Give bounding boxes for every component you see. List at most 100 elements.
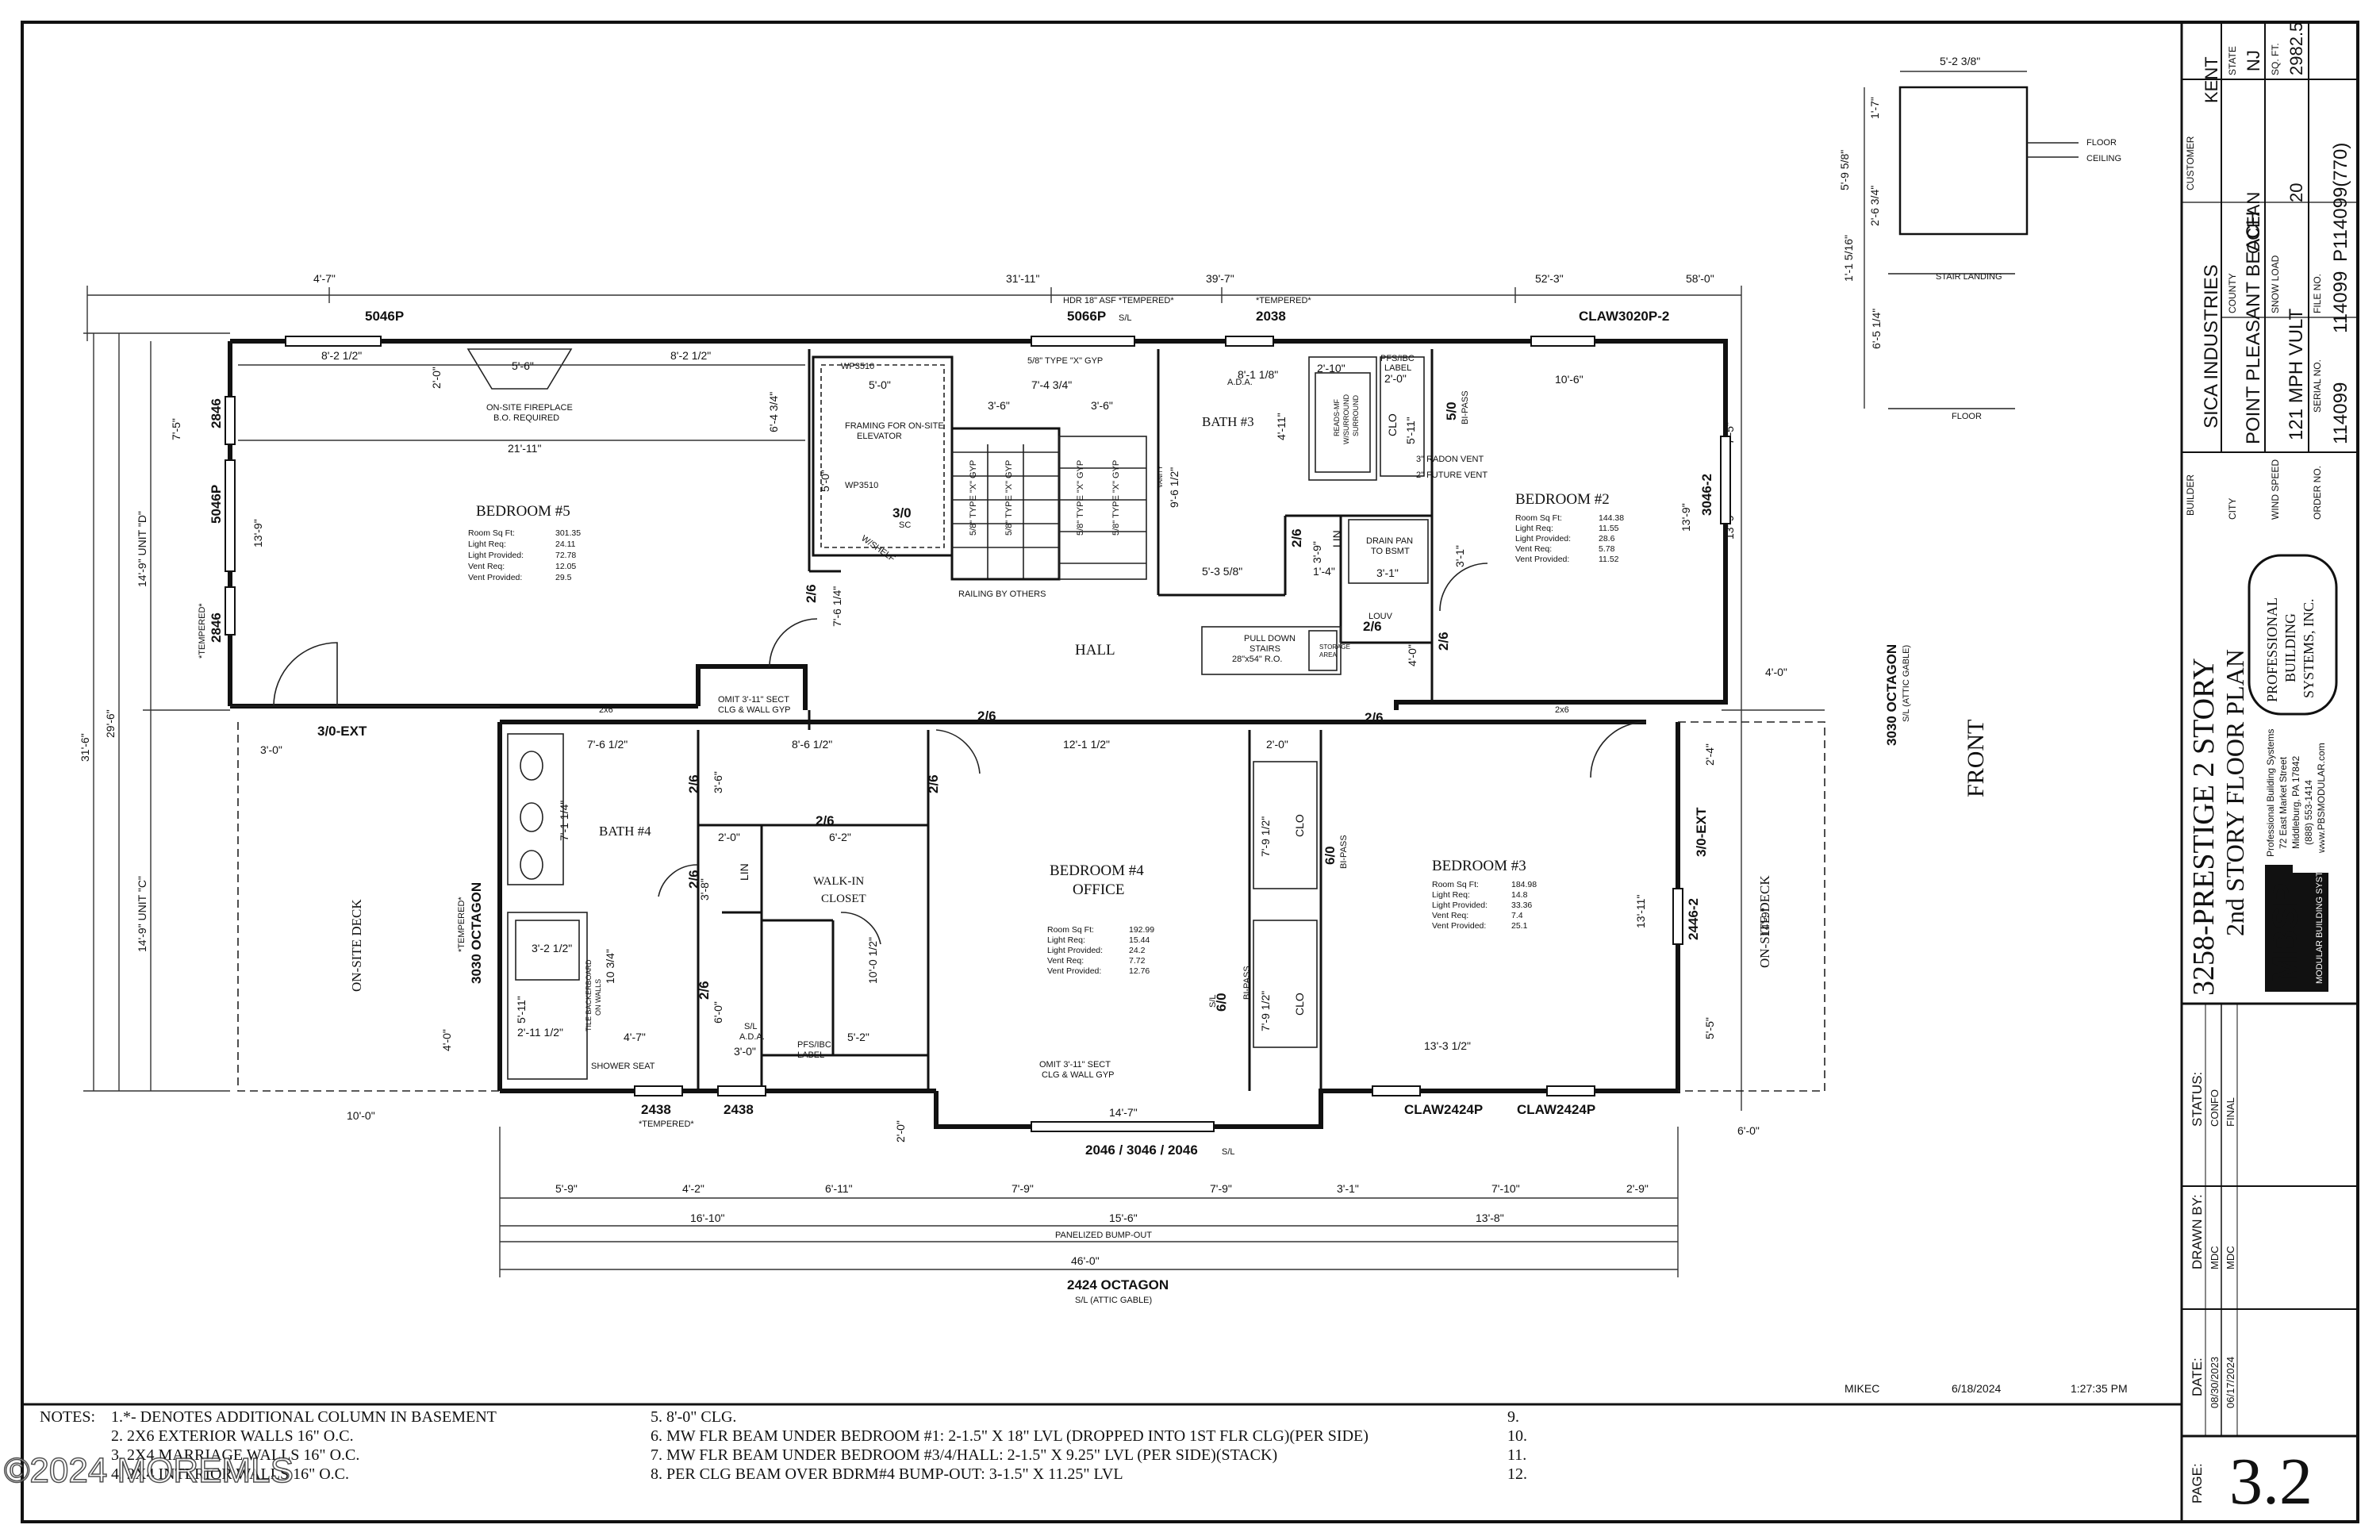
svg-text:7'-4 3/4": 7'-4 3/4" [1031, 378, 1072, 391]
window-claw3020p: CLAW3020P-2 [1579, 309, 1669, 324]
svg-text:OMIT 3'-11" SECT: OMIT 3'-11" SECT [718, 695, 789, 705]
svg-text:28"x54" R.O.: 28"x54" R.O. [1232, 655, 1282, 664]
window-5066p-note: HDR 18" ASF *TEMPERED* [1063, 296, 1174, 305]
svg-text:12.05: 12.05 [555, 562, 576, 571]
svg-text:2982.5: 2982.5 [2286, 22, 2306, 75]
svg-text:114099: 114099 [2330, 271, 2351, 333]
svg-text:AREA: AREA [1319, 651, 1337, 659]
svg-text:CLAW2424P: CLAW2424P [1404, 1102, 1483, 1117]
svg-text:2438: 2438 [724, 1102, 754, 1117]
svg-text:LABEL: LABEL [797, 1050, 824, 1060]
svg-text:5/8" TYPE "X" GYP: 5/8" TYPE "X" GYP [1004, 460, 1014, 536]
svg-text:5'-9 5/8": 5'-9 5/8" [1838, 150, 1851, 190]
svg-text:LIN: LIN [1330, 530, 1343, 547]
svg-text:*TEMPERED*: *TEMPERED* [198, 603, 207, 659]
svg-text:S/L (ATTIC GABLE): S/L (ATTIC GABLE) [1902, 645, 1911, 722]
svg-text:7'-10": 7'-10" [1491, 1182, 1520, 1195]
svg-text:24.2: 24.2 [1129, 946, 1146, 955]
svg-text:STORAGE: STORAGE [1319, 643, 1350, 651]
svg-text:9.: 9. [1507, 1408, 1519, 1426]
svg-text:6/0: 6/0 [1322, 846, 1338, 865]
svg-text:7'-9 1/2": 7'-9 1/2" [1259, 816, 1272, 857]
left-dim-total: 31'-6" [79, 733, 91, 762]
svg-text:2'-0": 2'-0" [1384, 372, 1407, 385]
svg-text:www.PBSMODULAR.com: www.PBSMODULAR.com [2316, 743, 2327, 854]
window-2038: 2038 [1256, 309, 1286, 324]
svg-text:29.5: 29.5 [555, 573, 572, 582]
svg-text:2'-6 3/4": 2'-6 3/4" [1868, 186, 1881, 226]
svg-text:2/6: 2/6 [686, 774, 701, 793]
svg-text:*TEMPERED*: *TEMPERED* [457, 897, 466, 952]
svg-text:Light Provided:: Light Provided: [1515, 534, 1571, 543]
svg-text:6. MW FLR BEAM UNDER BEDROOM #: 6. MW FLR BEAM UNDER BEDROOM #1: 2-1.5" … [651, 1427, 1368, 1445]
window-5066p: 5066P [1067, 309, 1106, 324]
door-3-0-ext-right: 3/0-EXT [1694, 807, 1709, 857]
front-label: FRONT [1963, 720, 1989, 797]
svg-text:SURROUND: SURROUND [1352, 394, 1360, 436]
bedroom2-name: BEDROOM #2 [1515, 491, 1610, 508]
svg-text:15'-6": 15'-6" [1109, 1212, 1138, 1224]
svg-text:2. 2X6 EXTERIOR WALLS 16" O.C.: 2. 2X6 EXTERIOR WALLS 16" O.C. [111, 1427, 354, 1445]
svg-text:Vent Req:: Vent Req: [1047, 956, 1084, 966]
svg-text:S/L (ATTIC GABLE): S/L (ATTIC GABLE) [1075, 1296, 1152, 1305]
top-dim-2: 31'-11" [1006, 272, 1039, 285]
svg-text:CLG & WALL GYP: CLG & WALL GYP [1042, 1070, 1115, 1080]
svg-text:2/6: 2/6 [926, 774, 941, 793]
svg-text:(888) 553-1414: (888) 553-1414 [2303, 780, 2314, 845]
svg-text:P114099(770): P114099(770) [2330, 143, 2351, 262]
svg-text:3" RADON VENT: 3" RADON VENT [1416, 455, 1484, 464]
pbs-logo [2248, 554, 2338, 716]
svg-text:3'-9": 3'-9" [1311, 541, 1323, 563]
top-dim-1: 4'-7" [313, 272, 336, 285]
svg-text:11.: 11. [1507, 1446, 1526, 1464]
svg-text:MODULAR BUILDING SYSTEMS PA: MODULAR BUILDING SYSTEMS PA [2315, 839, 2324, 984]
svg-text:2438: 2438 [641, 1102, 671, 1117]
svg-text:DRAIN PAN: DRAIN PAN [1366, 536, 1413, 546]
left-dim-2: 29'-6" [104, 709, 117, 738]
room-bedroom3: BEDROOM #3 Room Sq Ft: Light Req: Light … [1432, 858, 1537, 931]
svg-text:1.*- DENOTES ADDITIONAL COLUMN: 1.*- DENOTES ADDITIONAL COLUMN IN BASEME… [111, 1408, 497, 1426]
svg-text:*TEMPERED*: *TEMPERED* [639, 1119, 694, 1129]
room-bedroom4: BEDROOM #4 OFFICE Room Sq Ft: Light Req:… [1047, 862, 1154, 976]
svg-text:3'-6": 3'-6" [988, 399, 1010, 412]
svg-text:2/6: 2/6 [816, 813, 835, 828]
svg-text:DRAWN BY:: DRAWN BY: [2190, 1194, 2205, 1269]
svg-text:COUNTY: COUNTY [2227, 273, 2238, 313]
svg-text:21'-11": 21'-11" [508, 442, 541, 455]
right-dim-4: 4'-0" [1765, 666, 1787, 678]
svg-text:S/L: S/L [1222, 1147, 1235, 1157]
door-labels: 3/0-EXT 3/0-EXT 2/6 2/6 2/6 2/6 2/6 2/6 … [317, 390, 1709, 1016]
svg-text:SNOW LOAD: SNOW LOAD [2270, 255, 2281, 313]
room-bedroom5: BEDROOM #5 Room Sq Ft: Light Req: Light … [468, 503, 581, 582]
svg-text:2'-11 1/2": 2'-11 1/2" [517, 1026, 563, 1039]
svg-text:33.36: 33.36 [1511, 901, 1532, 910]
svg-text:2/6: 2/6 [1365, 710, 1384, 725]
svg-text:Middleburg, PA 17842: Middleburg, PA 17842 [2290, 755, 2301, 849]
svg-text:MIKEC: MIKEC [1844, 1382, 1879, 1395]
svg-text:Light Req:: Light Req: [468, 540, 506, 549]
svg-text:114099: 114099 [2330, 382, 2351, 444]
svg-text:72 East Market Street: 72 East Market Street [2278, 756, 2289, 849]
svg-text:LOUV: LOUV [1368, 612, 1393, 621]
svg-text:Room Sq Ft:: Room Sq Ft: [468, 528, 515, 538]
svg-text:13'-9": 13'-9" [1679, 503, 1692, 532]
svg-text:5'-0": 5'-0" [819, 470, 831, 492]
top-dimensions: 4'-7" 31'-11" 39'-7" 52'-3" 58'-0" 5046P… [86, 272, 1742, 341]
svg-text:2046 / 3046 / 2046: 2046 / 3046 / 2046 [1085, 1143, 1198, 1158]
svg-text:5'-2": 5'-2" [847, 1031, 869, 1043]
svg-text:11.52: 11.52 [1599, 555, 1619, 564]
interior-dimension-labels: 8'-2 1/2" 8'-2 1/2" 2'-0" 5'-6" 21'-11" … [170, 349, 1692, 1122]
svg-text:PROFESSIONAL: PROFESSIONAL [2264, 597, 2280, 702]
svg-text:STAIRS: STAIRS [1250, 644, 1280, 654]
svg-text:5/8" TYPE "X" GYP: 5/8" TYPE "X" GYP [1076, 460, 1085, 536]
misc-room-labels: HALL BATH #3 BATH #4 WALK-IN CLOSET ON-S… [349, 414, 1989, 992]
svg-text:2846: 2846 [209, 398, 224, 428]
svg-text:6'-0": 6'-0" [712, 1001, 724, 1023]
svg-text:2/6: 2/6 [697, 981, 712, 1000]
svg-text:5'-0": 5'-0" [869, 378, 891, 391]
svg-text:2'-0": 2'-0" [430, 367, 443, 389]
svg-text:FINAL: FINAL [2225, 1097, 2236, 1127]
svg-text:ON WALLS: ON WALLS [594, 979, 602, 1016]
svg-text:3'-6": 3'-6" [712, 771, 724, 793]
svg-text:192.99: 192.99 [1129, 925, 1154, 935]
